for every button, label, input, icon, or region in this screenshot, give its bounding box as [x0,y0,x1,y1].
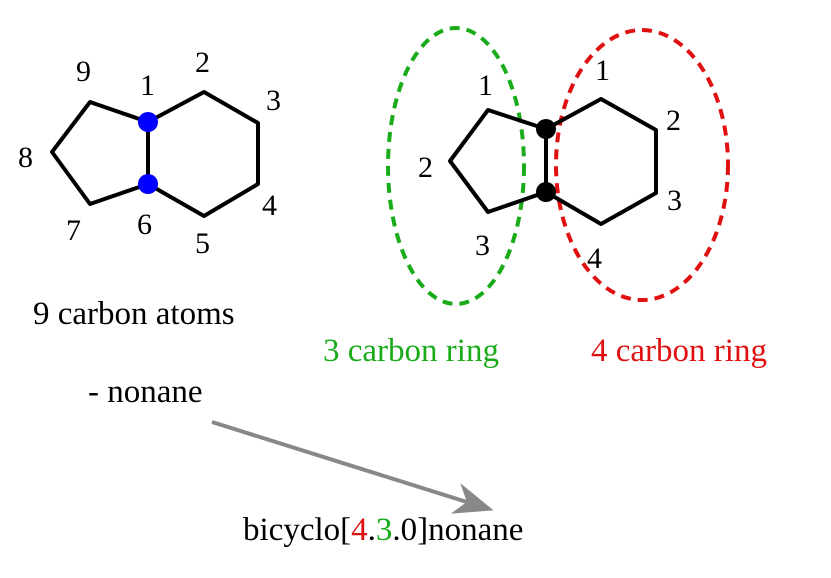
result-large-ring-count: 4 [351,512,368,548]
left-atom-label-1: 1 [140,69,155,102]
result-prefix: bicyclo[ [243,512,351,548]
left-five-ring [50,100,150,206]
left-atom-label-3: 3 [266,84,281,117]
small-ring-caption: 3 carbon ring [323,333,499,369]
left-molecule: 1 2 3 4 5 6 7 8 9 9 carbon atoms - nonan… [18,46,281,410]
small-ring-highlight [386,26,526,306]
result-dot-2: . [392,512,400,548]
left-atom-label-4: 4 [262,189,277,222]
left-caption: 9 carbon atoms [33,296,235,332]
large-ring-label-2: 2 [666,104,681,137]
result-small-ring-count: 3 [376,512,393,548]
suffix-label: - nonane [88,374,203,410]
large-ring-caption: 4 carbon ring [591,333,767,369]
large-ring-label-4: 4 [587,242,602,275]
small-ring-label-3: 3 [475,229,490,262]
left-atom-label-2: 2 [195,46,210,79]
left-atom-label-8: 8 [18,141,33,174]
result-suffix: ]nonane [417,512,523,548]
result-dot-1: . [368,512,376,548]
left-atom-label-6: 6 [137,208,152,241]
result-name: bicyclo[4.3.0]nonane [243,512,523,548]
left-atom-label-5: 5 [195,227,210,260]
large-ring-label-3: 3 [667,184,682,217]
left-atom-label-7: 7 [66,214,81,247]
small-ring-label-1: 1 [478,69,493,102]
right-bridgehead-atom-top [536,119,556,139]
left-bridgehead-atom-6 [138,174,158,194]
result-bridge-count: 0 [401,512,418,548]
naming-arrow [211,420,494,514]
right-five-ring [448,108,548,214]
left-six-ring [146,90,260,218]
large-ring-highlight [554,28,730,302]
small-ring-label-2: 2 [418,151,433,184]
large-ring-label-1: 1 [595,54,610,87]
left-bridgehead-atom-1 [138,112,158,132]
right-bridgehead-atom-bottom [536,182,556,202]
left-atom-label-9: 9 [76,55,91,88]
right-six-ring [544,97,658,226]
right-molecule: 1 2 3 1 2 3 4 3 carbon ring 4 carbon rin… [323,26,767,369]
